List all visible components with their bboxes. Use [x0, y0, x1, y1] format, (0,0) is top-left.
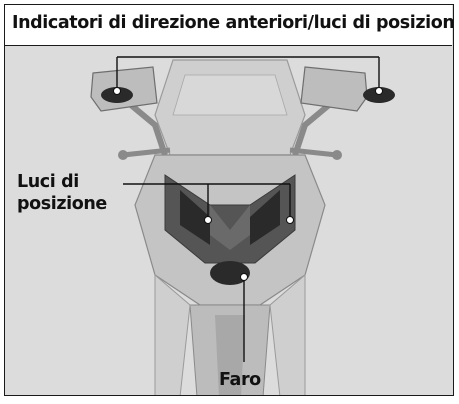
- pointer-dot-headlight: [241, 274, 248, 281]
- diagram-frame: Indicatori di direzione anteriori/luci d…: [4, 4, 454, 396]
- label-position-lights: Luci di posizione: [17, 171, 107, 215]
- label-position-line2: posizione: [17, 193, 107, 215]
- right-mirror: [301, 67, 367, 111]
- label-position-line1: Luci di: [17, 171, 107, 193]
- pointer-dot-right-position: [287, 217, 294, 224]
- label-headlight: Faro: [219, 370, 261, 390]
- pointer-dot-left-indicator: [114, 88, 121, 95]
- pointer-dot-right-indicator: [376, 88, 383, 95]
- pointer-dot-left-position: [205, 217, 212, 224]
- label-turn-indicators: Indicatori di direzione anteriori/luci d…: [12, 13, 454, 33]
